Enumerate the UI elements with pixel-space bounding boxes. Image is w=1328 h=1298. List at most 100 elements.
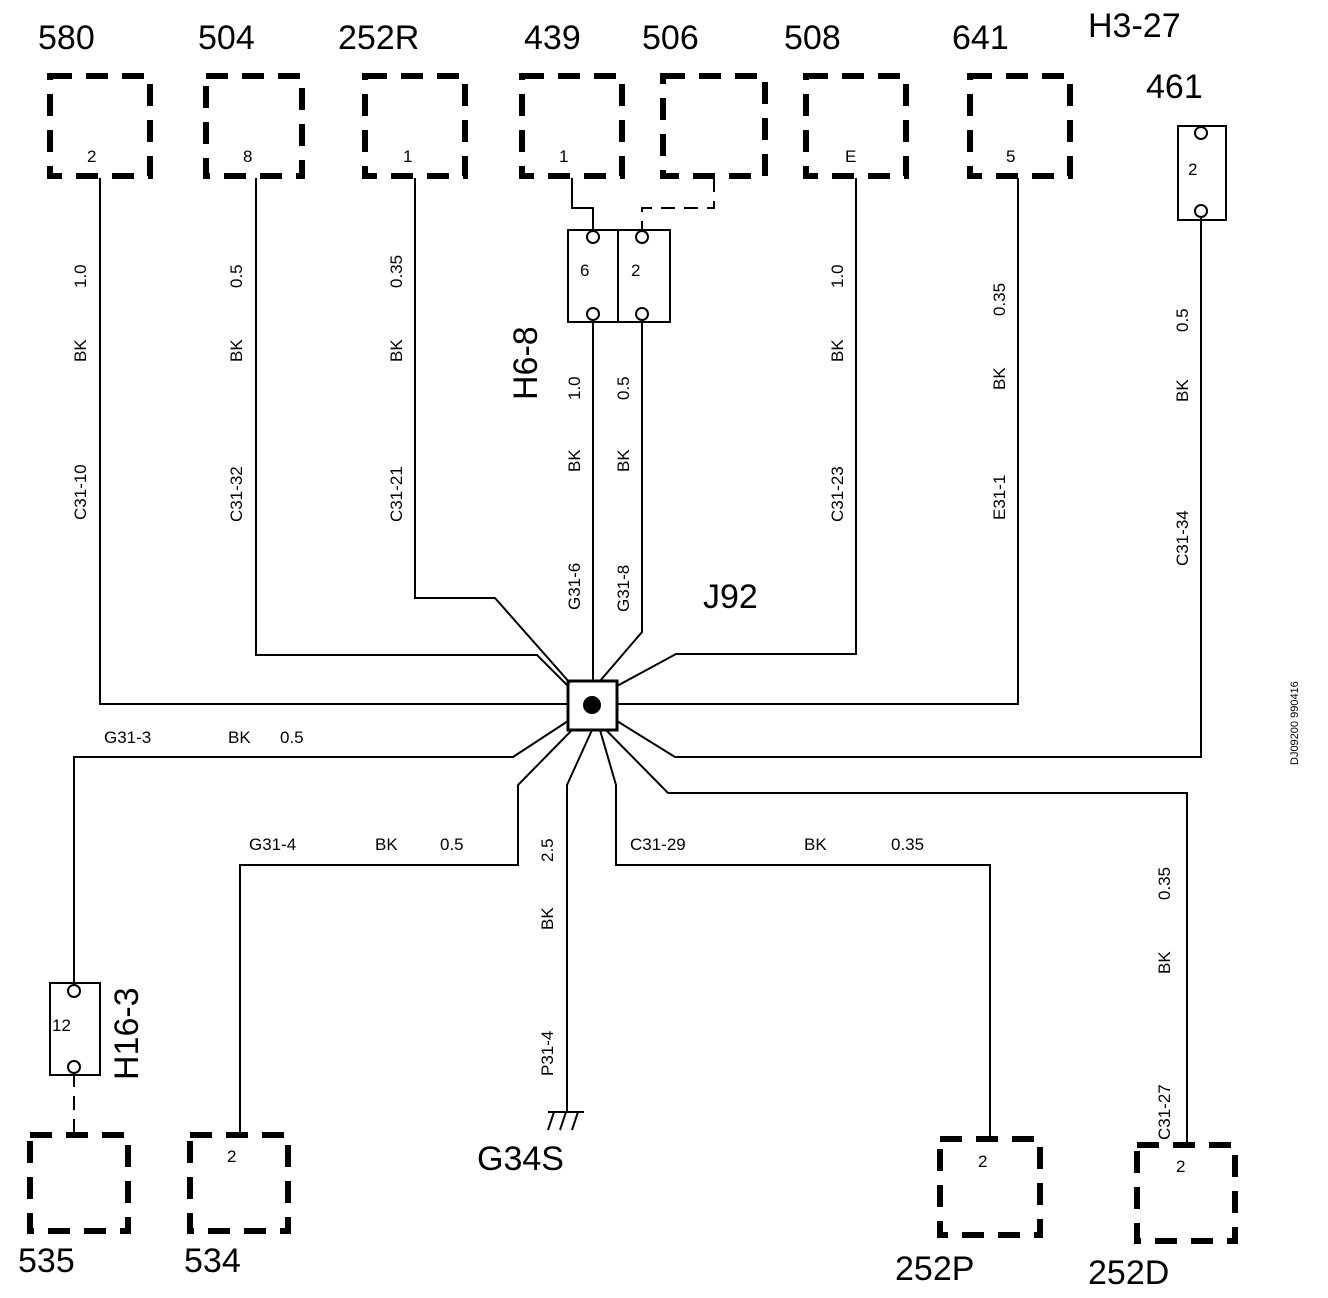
- component-504-box: [203, 73, 305, 179]
- ground-g34s-label: G34S: [477, 1140, 564, 1178]
- terminal-icon: [67, 984, 81, 998]
- wire-252p-size: 0.35: [891, 835, 924, 854]
- wire-252d-color: BK: [1155, 951, 1174, 974]
- wire-641-size: 0.35: [990, 283, 1009, 316]
- component-580-pin: 2: [87, 147, 96, 166]
- wire-252r: [414, 178, 571, 684]
- terminal-icon: [635, 307, 649, 321]
- component-252p-pin: 2: [978, 1152, 987, 1171]
- document-code: DJ09200 990416: [1289, 681, 1301, 765]
- wire-252p: [599, 729, 991, 1139]
- wire-508-size: 1.0: [828, 264, 847, 288]
- component-252d-pin: 2: [1176, 1157, 1185, 1176]
- wire-252d-circuit: C31-27: [1155, 1084, 1174, 1140]
- wire-ground-circuit: P31-4: [538, 1031, 557, 1076]
- wire-535-circuit: G31-3: [104, 728, 151, 747]
- wire-534: [239, 729, 573, 1137]
- ground-hatch-icon: [547, 1111, 555, 1131]
- component-535-label: 535: [18, 1242, 75, 1280]
- wire-534-size: 0.5: [440, 835, 464, 854]
- wire-506-circuit: G31-8: [614, 565, 633, 612]
- wire-641-circuit: E31-1: [990, 475, 1009, 520]
- wire-252r-size: 0.35: [387, 255, 406, 288]
- terminal-icon: [586, 230, 600, 244]
- component-580-label: 580: [38, 19, 95, 57]
- component-504-label: 504: [198, 19, 255, 57]
- component-252d-label: 252D: [1088, 1254, 1169, 1292]
- component-641-box: [967, 73, 1073, 179]
- connector-h6-8-right: [617, 229, 671, 323]
- component-252r-label: 252R: [338, 19, 419, 57]
- terminal-icon: [635, 230, 649, 244]
- connector-h6-8-label: H6-8: [507, 326, 545, 400]
- wire-641: [617, 178, 1019, 705]
- wire-506-size: 0.5: [614, 376, 633, 400]
- splice-node-icon: [583, 696, 601, 714]
- component-252p-box: [937, 1136, 1043, 1238]
- terminal-icon: [1194, 126, 1208, 140]
- wire-508-color: BK: [828, 339, 847, 362]
- wire-ground-size: 2.5: [538, 838, 557, 862]
- wire-504-circuit: C31-32: [227, 466, 246, 522]
- wire-252d: [605, 729, 1188, 1145]
- component-534-label: 534: [184, 1242, 241, 1280]
- wire-ground-color: BK: [538, 907, 557, 930]
- wire-580-color: BK: [71, 339, 90, 362]
- connector-h16-3-label: H16-3: [108, 987, 146, 1080]
- component-508-pin: E: [845, 147, 856, 166]
- component-508-box: [803, 73, 909, 179]
- component-252p-label: 252P: [895, 1250, 974, 1288]
- connector-h16-3-pin: 12: [52, 1016, 71, 1035]
- connector-h6-8-pin-left: 6: [580, 261, 589, 280]
- wire-ground: [566, 729, 593, 1112]
- connector-h6-8-pin-right: 2: [631, 261, 640, 280]
- wire-535: [73, 720, 569, 985]
- wire-580-circuit: C31-10: [71, 464, 90, 520]
- wire-580: [99, 178, 568, 705]
- component-439-box: [519, 73, 625, 179]
- component-439-pin: 1: [559, 147, 568, 166]
- wire-252d-size: 0.35: [1155, 867, 1174, 900]
- component-508-label: 508: [784, 19, 841, 57]
- component-252r-pin: 1: [403, 147, 412, 166]
- connector-h16-3: [49, 982, 101, 1076]
- terminal-icon: [1194, 204, 1208, 218]
- wire-535-color: BK: [228, 728, 251, 747]
- component-439-label: 439: [524, 19, 581, 57]
- wire-508-circuit: C31-23: [828, 466, 847, 522]
- terminal-icon: [586, 307, 600, 321]
- splice-j92-label: J92: [703, 578, 758, 616]
- wire-252r-color: BK: [387, 339, 406, 362]
- component-504-pin: 8: [243, 147, 252, 166]
- wire-461-color: BK: [1173, 379, 1192, 402]
- component-252d-box: [1134, 1142, 1238, 1244]
- wire-506: [599, 320, 643, 682]
- wire-252r-circuit: C31-21: [387, 466, 406, 522]
- component-461-pin: 2: [1188, 160, 1197, 179]
- wire-439-to-h6-8: [571, 178, 594, 231]
- wire-508: [616, 178, 857, 687]
- connector-h3-27-label: H3-27: [1088, 7, 1181, 45]
- wire-439-circuit: G31-6: [565, 563, 584, 610]
- ground-hatch-icon: [571, 1111, 579, 1131]
- wire-504: [255, 178, 569, 687]
- component-580-box: [47, 73, 153, 179]
- component-535-box: [27, 1132, 131, 1234]
- ground-hatch-icon: [559, 1111, 567, 1131]
- component-641-pin: 5: [1006, 147, 1015, 166]
- wire-439-size: 1.0: [565, 376, 584, 400]
- wire-534-circuit: G31-4: [249, 835, 296, 854]
- wire-252p-circuit: C31-29: [630, 835, 686, 854]
- component-252r-box: [362, 73, 468, 179]
- wire-461-circuit: C31-34: [1173, 510, 1192, 566]
- wire-535-size: 0.5: [280, 728, 304, 747]
- wire-504-color: BK: [227, 339, 246, 362]
- wire-461: [616, 218, 1202, 758]
- component-506-box: [660, 73, 768, 179]
- wire-641-color: BK: [990, 367, 1009, 390]
- wire-252p-color: BK: [804, 835, 827, 854]
- wire-461-size: 0.5: [1173, 308, 1192, 332]
- wire-580-size: 1.0: [71, 264, 90, 288]
- component-461-label: 461: [1146, 68, 1203, 106]
- component-641-label: 641: [952, 19, 1009, 57]
